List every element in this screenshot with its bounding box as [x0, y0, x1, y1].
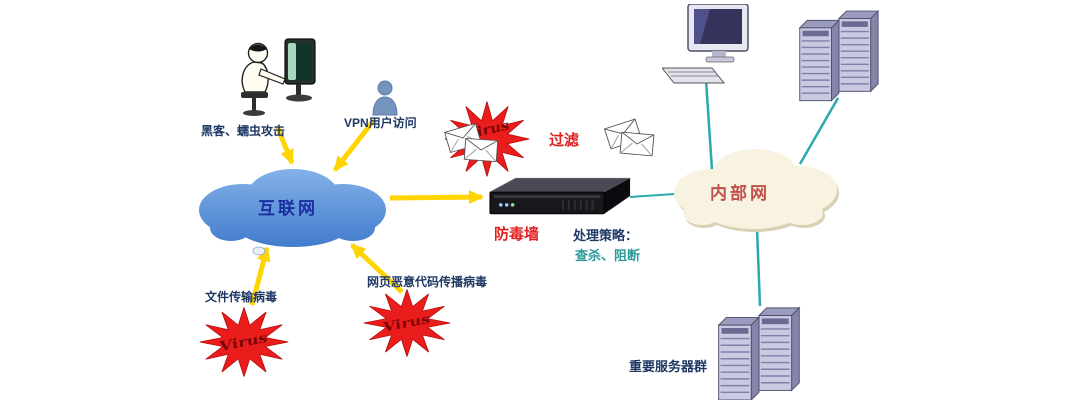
virus-burst-icon: Virus [362, 288, 452, 358]
rack-rear-tower [757, 306, 801, 392]
desktop-monitor [687, 4, 749, 63]
intranet-cloud [662, 136, 844, 250]
file-virus-label: 文件传输病毒 [205, 290, 278, 304]
intranet-cloud-label: 内部网 [710, 184, 770, 203]
rack-rear-tower [837, 9, 880, 93]
hacker-workstation-icon [228, 36, 323, 124]
hacker-attack-label: 黑客、蠕虫攻击 [201, 124, 286, 138]
virus-burst-icon: Virus [198, 306, 290, 378]
server-rack-icon [714, 304, 802, 400]
internet-cloud-shape [199, 169, 386, 256]
antivirus-wall-label: 防毒墙 [494, 226, 540, 243]
intranet-cloud-shape [674, 149, 839, 232]
vpn-user-label: VPN用户访问 [344, 116, 417, 130]
link-intranet-to-desktop [704, 79, 714, 171]
arrow-filevirus-to-internet [249, 246, 271, 306]
hacker-monitor [284, 38, 316, 102]
desktop-computer-icon [662, 4, 757, 86]
server-rack-icon [796, 6, 880, 102]
firewall-appliance-icon [486, 176, 634, 220]
vpn-user-icon [372, 80, 398, 116]
policy-title-label: 处理策略： [573, 228, 639, 243]
desktop-keyboard [662, 67, 726, 84]
filter-label: 过滤 [549, 132, 580, 149]
policy-actions-label: 查杀、阻断 [575, 248, 641, 263]
arrow-webvirus-to-internet [350, 243, 404, 294]
server-group-label: 重要服务器群 [629, 359, 708, 374]
link-intranet-to-top-rack [798, 97, 840, 165]
arrow-hacker-to-internet [274, 125, 295, 165]
web-virus-label: 网页恶意代码传播病毒 [367, 275, 488, 289]
arrow-internet-to-firewall [389, 190, 484, 205]
rack-front-tower [717, 316, 761, 400]
internet-cloud [193, 158, 398, 258]
internet-cloud-label: 互联网 [258, 199, 318, 218]
envelope-icon [619, 131, 655, 157]
arrow-vpn-to-internet [333, 118, 376, 172]
envelope-icon [463, 137, 499, 163]
link-intranet-to-bottom-rack [755, 227, 762, 307]
hacker-person [241, 42, 286, 116]
rack-front-tower [798, 19, 841, 102]
